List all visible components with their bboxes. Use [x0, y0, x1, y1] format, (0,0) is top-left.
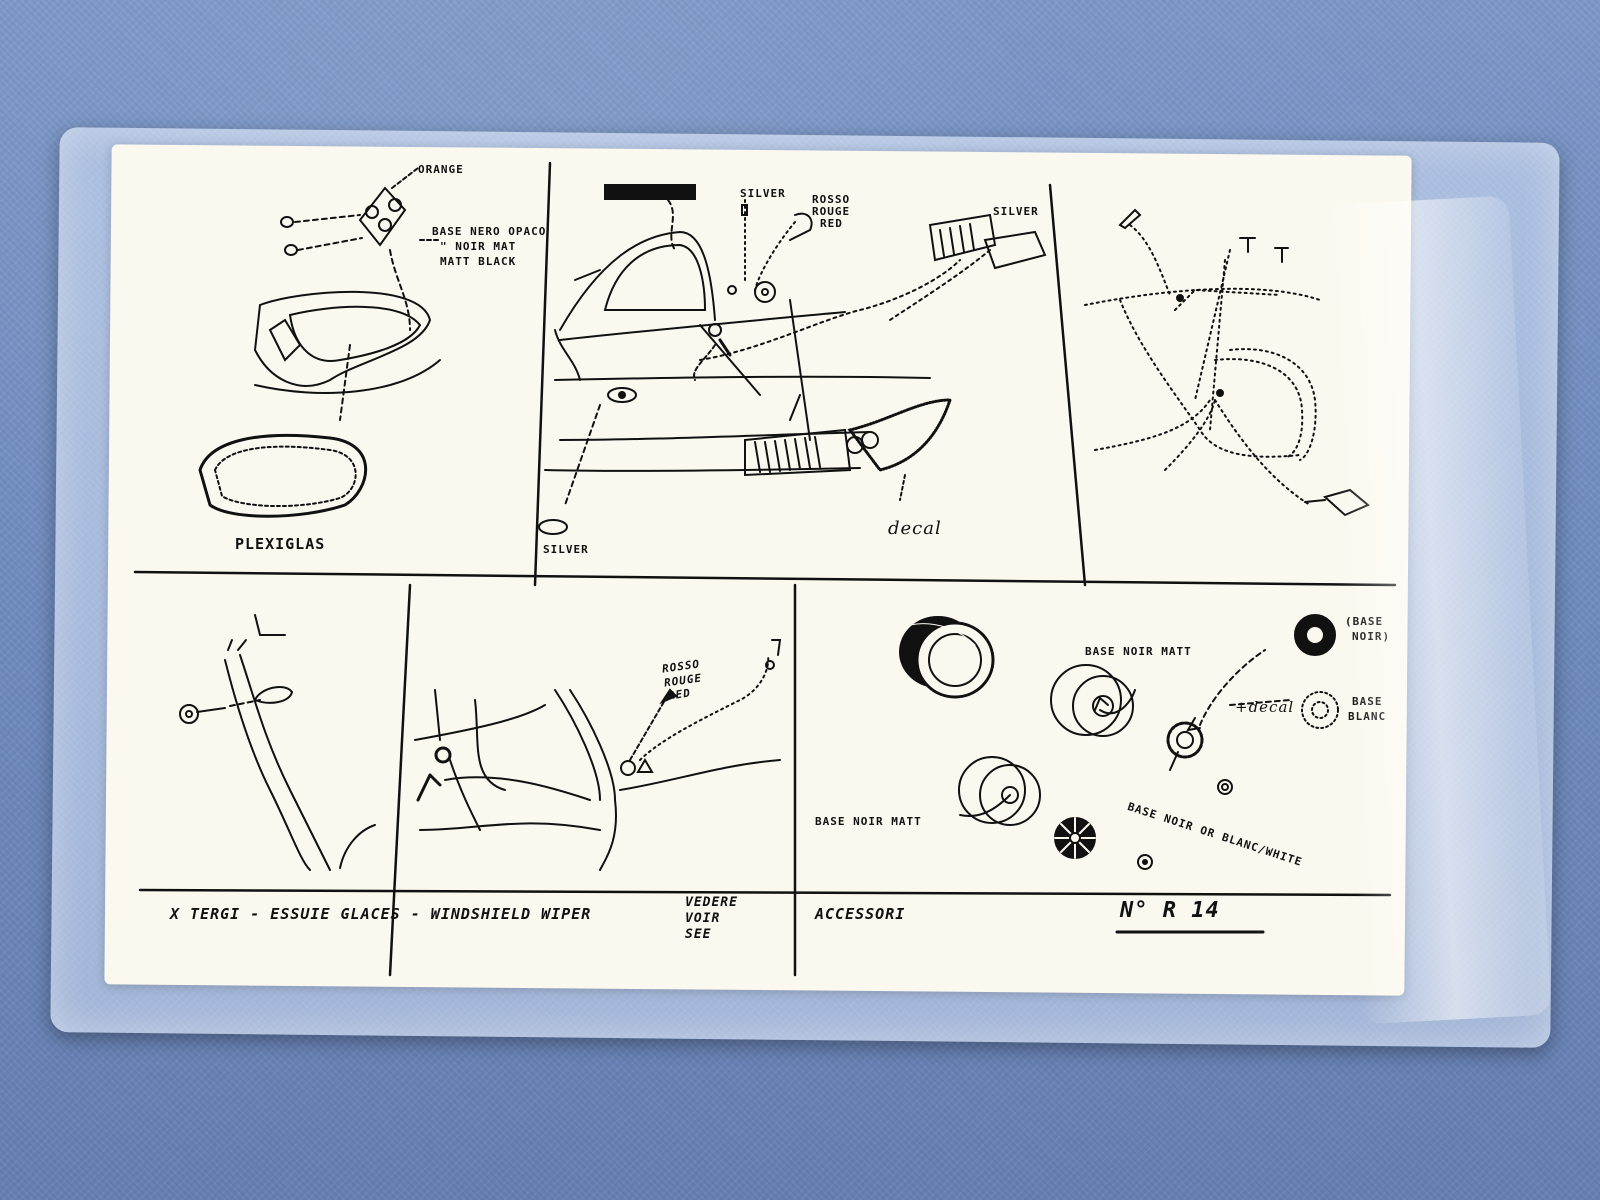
footer-see-1: VEDERE [685, 895, 738, 910]
label-base-noir-matt-1: BASE NOIR MATT [1085, 645, 1192, 658]
wiper-drawing [179, 614, 376, 871]
footer-accessori: ACCESSORI [815, 905, 906, 923]
panel-grid [133, 161, 1397, 977]
footer-see-2: VOIR [685, 911, 721, 926]
label-base-2: " NOIR MAT [440, 240, 517, 253]
label-rosso-2: ROUGE [812, 205, 851, 218]
label-orange: ORANGE [418, 163, 464, 176]
label-plus-decal: +decal [1235, 698, 1295, 716]
footer-number: N° R 14 [1120, 898, 1220, 923]
label-base-tr-2: NOIR) [1352, 630, 1391, 643]
chassis-parts [1118, 208, 1370, 517]
label-base-tr-1: (BASE [1345, 615, 1384, 628]
side-drawing [538, 184, 1047, 535]
label-rosso-1: ROSSO [812, 193, 851, 206]
interior-drawing [414, 639, 782, 871]
label-base-blanc-1: BASE [1352, 695, 1383, 708]
label-silver-top: SILVER [740, 187, 786, 200]
footer-see-3: SEE [685, 927, 712, 942]
label-base-noir-matt-2: BASE NOIR MATT [815, 815, 922, 828]
headlight-drawing [198, 167, 441, 518]
label-silver-bottom: SILVER [543, 543, 589, 556]
footer-wiper-text: X TERGI - ESSUIE GLACES - WINDSHIELD WIP… [170, 905, 592, 923]
label-base-3: MATT BLACK [440, 255, 517, 268]
wheels-drawing [899, 614, 1339, 870]
label-base-blanc-2: BLANC [1348, 710, 1387, 723]
label-base-1: BASE NERO OPACO [432, 225, 547, 238]
label-silver-right: SILVER [993, 205, 1039, 218]
label-rosso-3: RED [820, 217, 843, 230]
label-decal: decal [888, 518, 942, 539]
chassis-drawing [1084, 224, 1321, 506]
label-plexiglas: PLEXIGLAS [235, 535, 326, 553]
